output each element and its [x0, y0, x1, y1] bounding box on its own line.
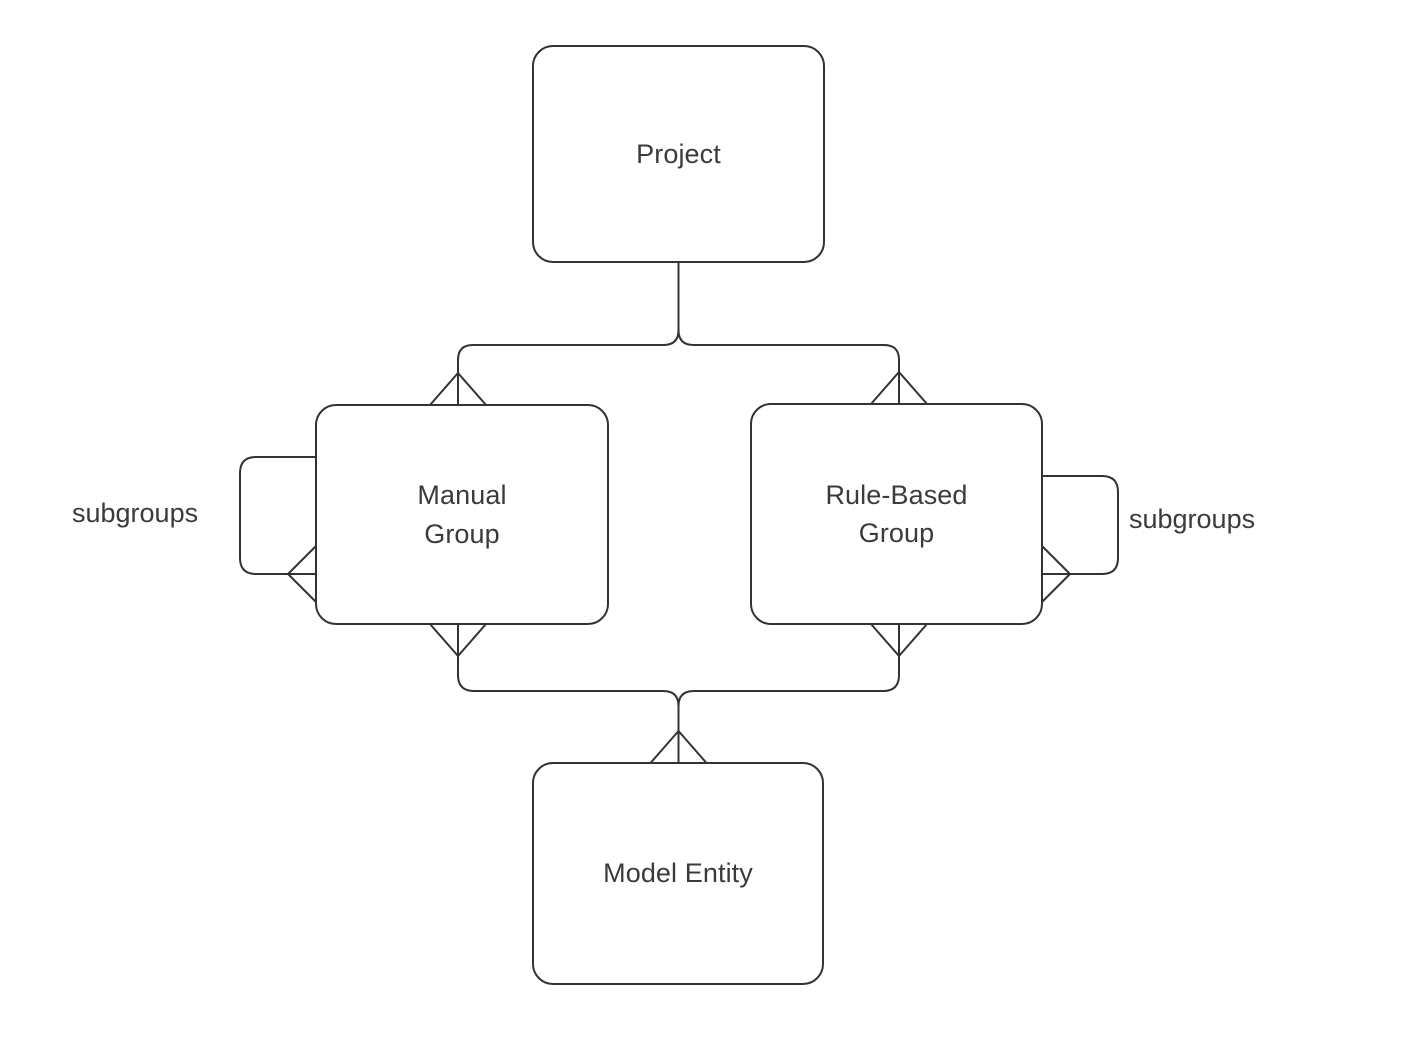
edge-rule-based-group-subgroups[interactable]: [1041, 475, 1119, 603]
crowfoot-rule-based-group-subgroups: [1041, 545, 1071, 603]
crowfoot-manual-group-subgroups: [287, 545, 317, 603]
edge-groups-to-model-entity[interactable]: [429, 623, 928, 764]
node-manual-group[interactable]: [315, 404, 609, 625]
crowfoot-rule-based-group-top: [870, 371, 928, 405]
node-rule-based-group[interactable]: [750, 403, 1043, 625]
edge-label-subgroups-left: subgroups: [72, 498, 199, 528]
node-project[interactable]: [532, 45, 825, 263]
crowfoot-model-entity-from-rule-based-group: [870, 623, 928, 657]
edge-project-to-rule-based-group: [677, 329, 900, 404]
crowfoot-model-entity-top: [649, 730, 708, 764]
crowfoot-manual-group-top: [429, 372, 487, 406]
crowfoot-model-entity-from-manual-group: [429, 623, 487, 657]
edge-label-subgroups-right: subgroups: [1129, 504, 1256, 534]
edge-manual-group-subgroups-path: [239, 456, 316, 575]
edge-project-to-groups[interactable]: [429, 262, 928, 406]
edge-project-to-manual-group: [457, 329, 680, 405]
edge-rule-based-group-to-model-entity: [677, 624, 900, 763]
edge-rule-based-group-subgroups-path: [1042, 475, 1119, 575]
edge-manual-group-to-model-entity: [457, 624, 680, 763]
edge-manual-group-subgroups[interactable]: [239, 456, 317, 603]
node-model-entity[interactable]: [532, 762, 824, 985]
